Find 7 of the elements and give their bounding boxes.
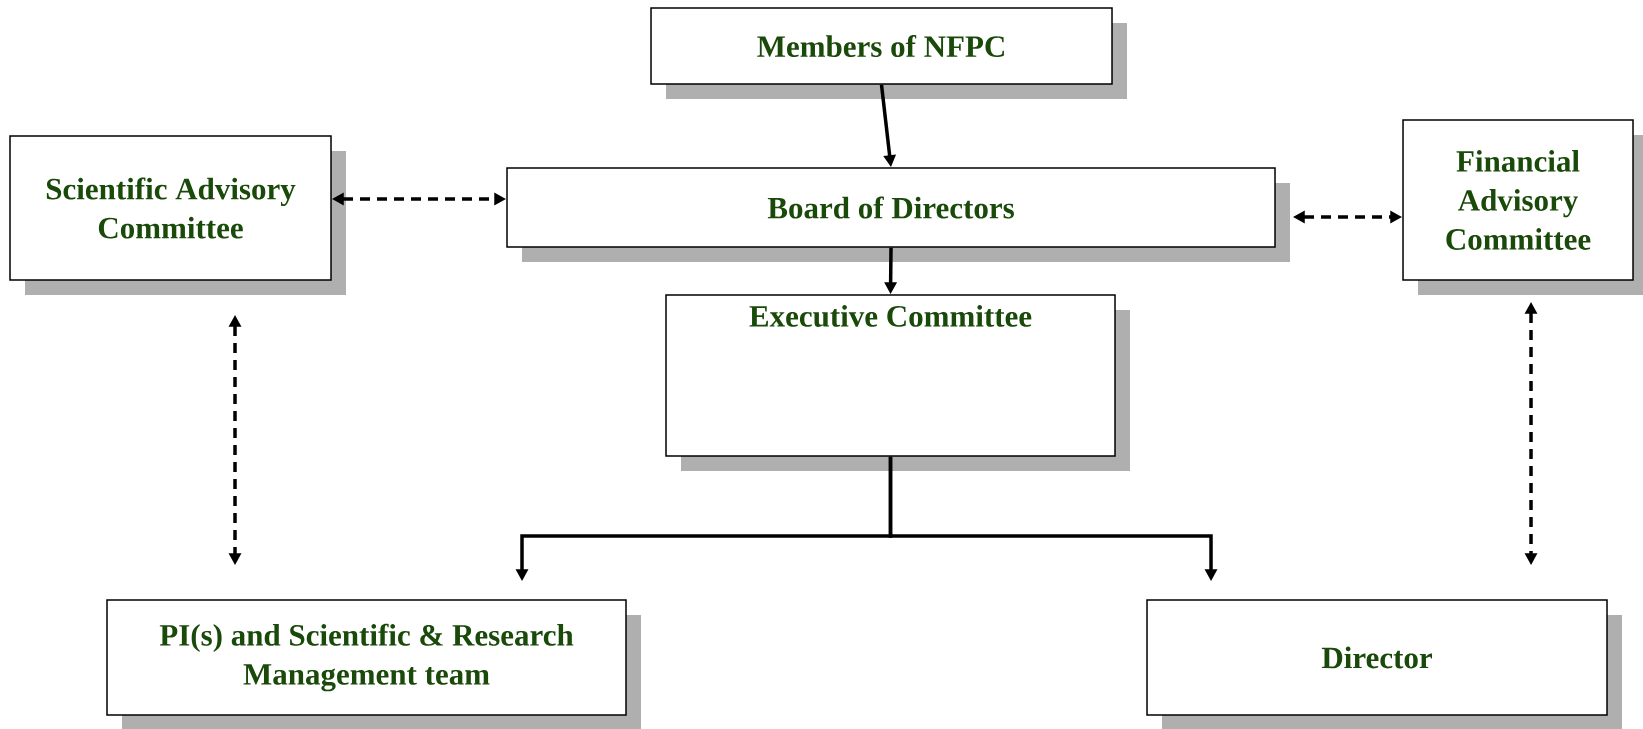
org-box: PI(s) and Scientific & Research Management team [106,599,641,729]
org-box: Financial Advisory Committee [1402,119,1643,295]
org-box: Members of NFPC [650,7,1127,99]
org-box: Scientific Advisory Committee [9,135,346,295]
org-box: Director [1146,599,1622,729]
org-box: Executive Committee [665,294,1130,471]
org-box: Board of Directors [506,167,1290,262]
